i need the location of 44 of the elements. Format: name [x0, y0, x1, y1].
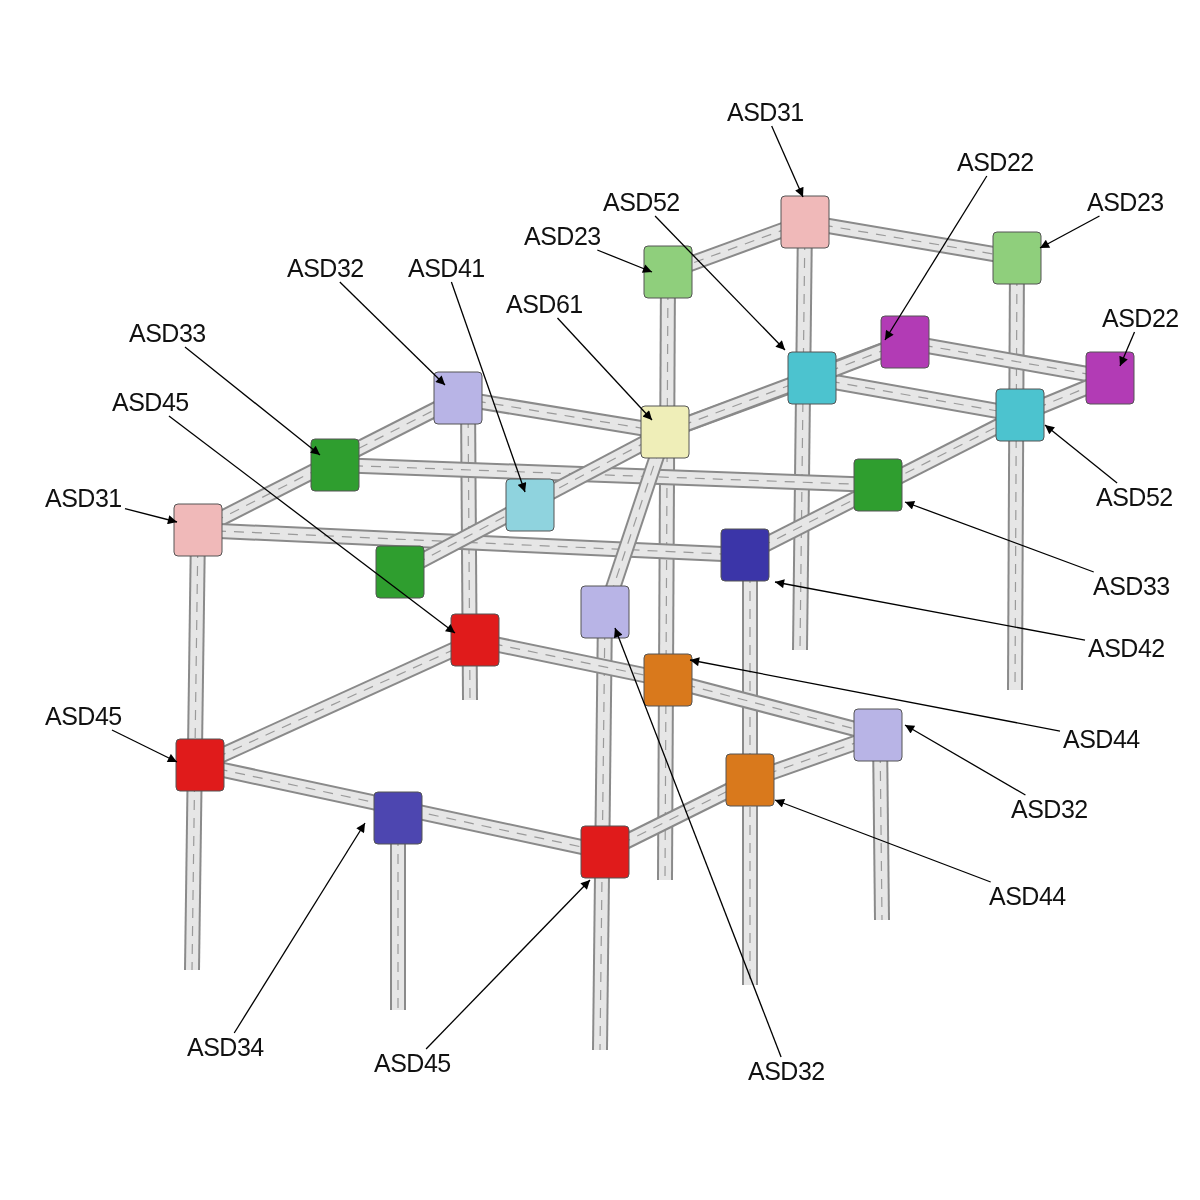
part-code: ASD45 [45, 703, 122, 729]
leader-arrow [168, 415, 456, 634]
part-code: ASD23 [524, 223, 601, 249]
part-code: ASD41 [408, 255, 485, 281]
leader-arrow [654, 215, 786, 351]
part-code: ASD32 [1011, 796, 1088, 822]
part-code: ASD22 [1102, 305, 1179, 331]
leader-arrow [689, 657, 1061, 732]
part-code: ASD44 [1063, 726, 1140, 752]
leader-arrow [774, 799, 992, 883]
leader-arrow [339, 281, 446, 386]
part-code: ASD52 [603, 189, 680, 215]
leader-arrow [884, 175, 988, 341]
leader-arrow [184, 346, 321, 456]
leader-arrow [1044, 424, 1118, 484]
part-code: ASD44 [989, 883, 1066, 909]
leader-arrow [596, 249, 653, 273]
leader-arrow [904, 724, 1027, 796]
leader-arrow [450, 281, 527, 493]
part-code: ASD33 [1093, 573, 1170, 599]
leader-arrow [111, 729, 178, 763]
leader-arrow [124, 508, 178, 525]
leader-arrow [904, 500, 1095, 573]
part-code: ASD45 [374, 1050, 451, 1076]
part-code: ASD32 [287, 255, 364, 281]
part-code: ASD32 [748, 1058, 825, 1084]
part-code: ASD61 [506, 291, 583, 317]
leader-arrow [774, 579, 1086, 641]
part-code: ASD23 [1087, 189, 1164, 215]
part-code: ASD45 [112, 389, 189, 415]
leader-arrow [1039, 215, 1101, 249]
part-code: ASD42 [1088, 635, 1165, 661]
leader-arrow [1119, 331, 1136, 367]
part-code: ASD34 [187, 1034, 264, 1060]
leader-arrow [233, 822, 366, 1034]
leader-arrow [771, 125, 804, 198]
part-code: ASD31 [45, 485, 122, 511]
part-code: ASD22 [957, 149, 1034, 175]
leader-arrow [614, 627, 782, 1058]
part-code: ASD31 [727, 99, 804, 125]
part-code: ASD52 [1096, 484, 1173, 510]
leader-arrow [425, 879, 591, 1050]
part-code: ASD33 [129, 320, 206, 346]
leader-arrow [556, 317, 653, 421]
